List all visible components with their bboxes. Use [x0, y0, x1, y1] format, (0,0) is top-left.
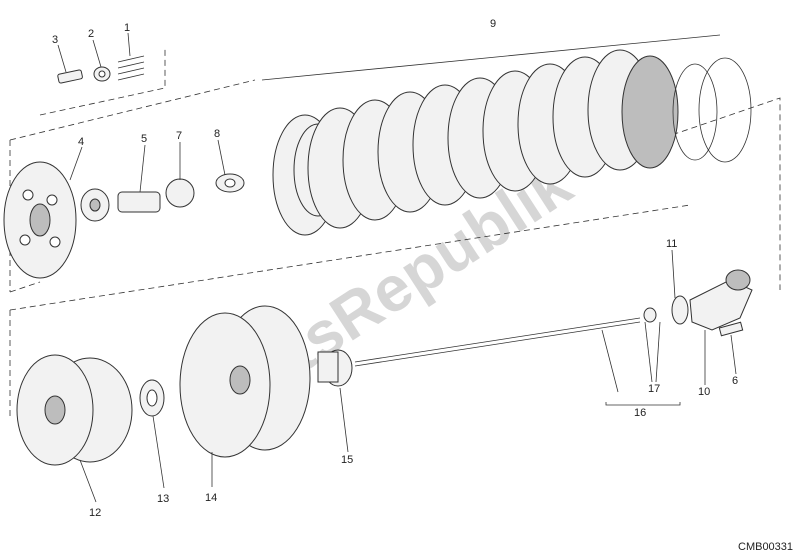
callout-9: 9	[490, 18, 496, 30]
slave-cylinder	[671, 269, 753, 337]
callout-16: 16	[634, 407, 646, 419]
callout-13: 13	[157, 493, 169, 505]
pressure-plate	[3, 161, 77, 279]
callout-8: 8	[214, 128, 220, 140]
group-outlines	[9, 46, 781, 420]
diagram-code: CMB00331	[738, 541, 793, 553]
callout-6: 6	[732, 375, 738, 387]
callout-2: 2	[88, 28, 94, 40]
clutch-hub-basket	[16, 305, 353, 466]
callout-17: 17	[648, 383, 660, 395]
callout-15: 15	[341, 454, 353, 466]
spring-bolt-parts	[57, 55, 145, 84]
callout-3: 3	[52, 34, 58, 46]
callout-14: 14	[205, 492, 217, 504]
callout-5: 5	[141, 133, 147, 145]
callout-1: 1	[124, 22, 130, 34]
callout-4: 4	[78, 136, 84, 148]
callout-11: 11	[666, 238, 677, 250]
callout-10: 10	[698, 386, 710, 398]
pushrod-parts	[80, 173, 245, 222]
leader-lines	[57, 32, 737, 503]
clutch-rod	[354, 307, 681, 406]
callout-7: 7	[176, 130, 182, 142]
callout-12: 12	[89, 507, 101, 519]
callout-labels: 1 2 3 4 5 6 7 8 9 10 11 12 13 14 15 16 1…	[52, 18, 738, 519]
clutch-plate-stack	[272, 49, 752, 236]
